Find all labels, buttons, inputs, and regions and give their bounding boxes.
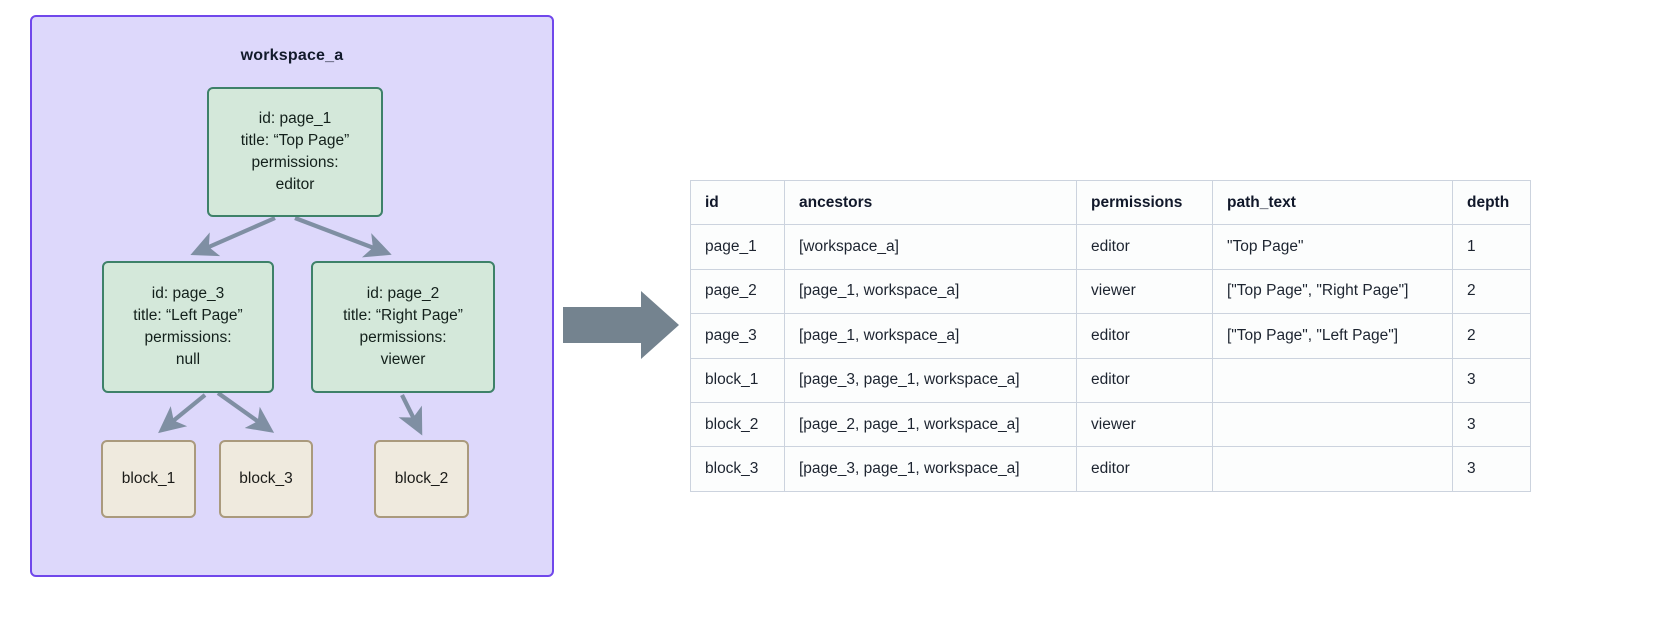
cell-path-text: "Top Page" — [1212, 224, 1453, 270]
node-perm-label: permissions: — [144, 329, 232, 346]
cell-depth: 3 — [1452, 401, 1531, 448]
cell-id: block_3 — [690, 446, 785, 492]
node-title-line: title: “Top Page” — [240, 132, 350, 149]
cell-path-text — [1212, 357, 1453, 403]
cell-path-text: ["Top Page", "Right Page"] — [1212, 268, 1453, 315]
tree-node-block-1[interactable]: block_1 — [101, 440, 196, 518]
node-label: block_1 — [121, 470, 176, 487]
cell-ancestors: [workspace_a] — [784, 224, 1077, 270]
tree-node-block-3[interactable]: block_3 — [219, 440, 313, 518]
cell-depth: 3 — [1452, 357, 1531, 403]
table-row[interactable]: block_3 [page_3, page_1, workspace_a] ed… — [690, 446, 1531, 492]
table-row[interactable]: page_2 [page_1, workspace_a] viewer ["To… — [690, 268, 1531, 315]
cell-depth: 2 — [1452, 313, 1531, 359]
cell-permissions: editor — [1076, 313, 1213, 359]
cell-depth: 2 — [1452, 268, 1531, 315]
column-header-depth[interactable]: depth — [1452, 179, 1531, 226]
cell-id: page_3 — [690, 313, 785, 359]
node-perm-value: null — [175, 351, 201, 368]
column-header-id[interactable]: id — [690, 179, 785, 226]
node-perm-label: permissions: — [359, 329, 447, 346]
cell-path-text — [1212, 446, 1453, 492]
tree-node-block-2[interactable]: block_2 — [374, 440, 469, 518]
cell-id: page_2 — [690, 268, 785, 315]
table-row[interactable]: block_1 [page_3, page_1, workspace_a] ed… — [690, 357, 1531, 403]
cell-permissions: viewer — [1076, 401, 1213, 448]
table-header-row: id ancestors permissions path_text depth — [690, 179, 1531, 226]
tree-node-page-1[interactable]: id: page_1 title: “Top Page” permissions… — [207, 87, 383, 217]
node-title-line: title: “Left Page” — [133, 307, 243, 324]
cell-id: block_1 — [690, 357, 785, 403]
right-block-arrow-icon — [563, 291, 679, 359]
table-row[interactable]: page_1 [workspace_a] editor "Top Page" 1 — [690, 224, 1531, 270]
cell-ancestors: [page_1, workspace_a] — [784, 268, 1077, 315]
cell-ancestors: [page_3, page_1, workspace_a] — [784, 446, 1077, 492]
node-label: block_3 — [239, 470, 293, 487]
column-header-ancestors[interactable]: ancestors — [784, 179, 1077, 226]
node-perm-label: permissions: — [251, 154, 339, 171]
cell-depth: 3 — [1452, 446, 1531, 492]
column-header-path-text[interactable]: path_text — [1212, 179, 1453, 226]
workspace-title: workspace_a — [240, 47, 344, 64]
cell-ancestors: [page_3, page_1, workspace_a] — [784, 357, 1077, 403]
node-id-line: id: page_2 — [366, 285, 440, 302]
cell-permissions: editor — [1076, 224, 1213, 270]
cell-path-text — [1212, 401, 1453, 448]
cell-ancestors: [page_2, page_1, workspace_a] — [784, 401, 1077, 448]
table-row[interactable]: block_2 [page_2, page_1, workspace_a] vi… — [690, 401, 1531, 448]
node-perm-value: viewer — [380, 351, 426, 368]
cell-path-text: ["Top Page", "Left Page"] — [1212, 313, 1453, 359]
node-perm-value: editor — [275, 176, 315, 193]
tree-node-page-2[interactable]: id: page_2 title: “Right Page” permissio… — [311, 261, 495, 393]
tree-node-page-3[interactable]: id: page_3 title: “Left Page” permission… — [102, 261, 274, 393]
cell-ancestors: [page_1, workspace_a] — [784, 313, 1077, 359]
table-row[interactable]: page_3 [page_1, workspace_a] editor ["To… — [690, 313, 1531, 359]
cell-depth: 1 — [1452, 224, 1531, 270]
node-id-line: id: page_3 — [151, 285, 225, 302]
result-table: id ancestors permissions path_text depth… — [690, 179, 1531, 492]
cell-id: page_1 — [690, 224, 785, 270]
cell-permissions: editor — [1076, 357, 1213, 403]
cell-permissions: editor — [1076, 446, 1213, 492]
node-title-line: title: “Right Page” — [343, 307, 463, 324]
node-id-line: id: page_1 — [258, 110, 332, 127]
node-label: block_2 — [394, 470, 449, 487]
result-table-container: id ancestors permissions path_text depth… — [690, 179, 1531, 492]
cell-id: block_2 — [690, 401, 785, 448]
column-header-permissions[interactable]: permissions — [1076, 179, 1213, 226]
cell-permissions: viewer — [1076, 268, 1213, 315]
